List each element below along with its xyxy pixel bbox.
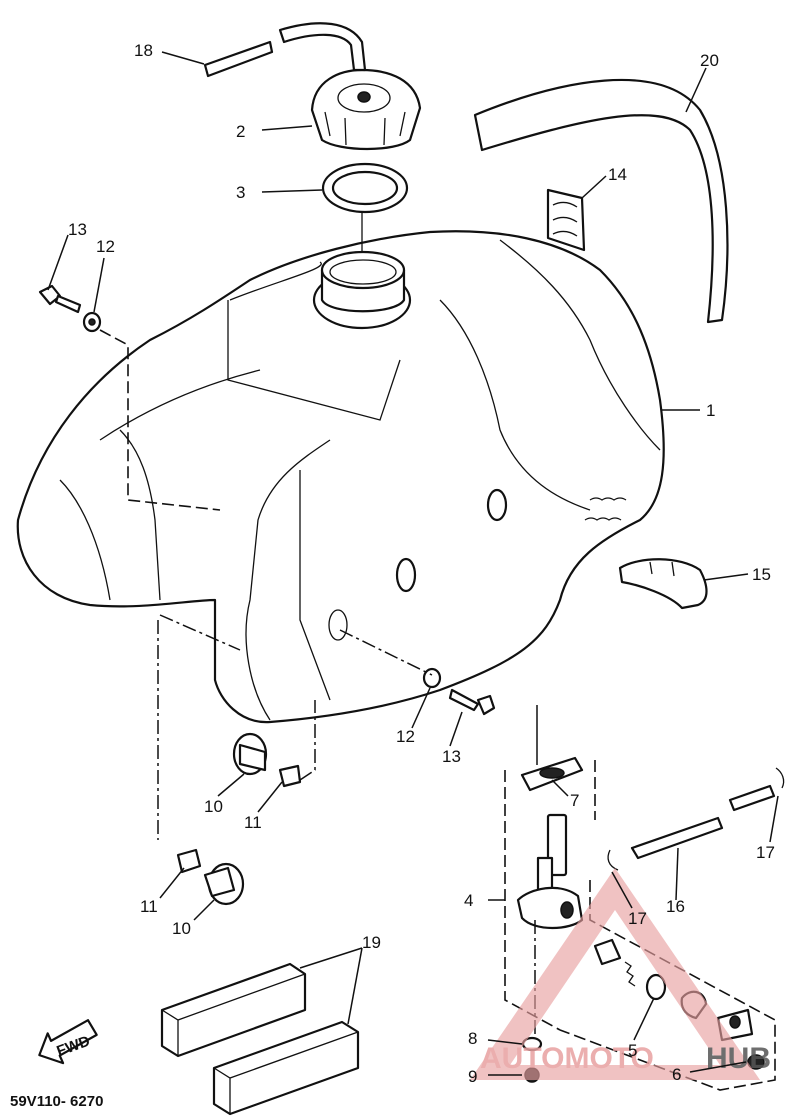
damper-upper	[232, 732, 302, 788]
callout-labels: 18 2 3 13 12 20 14 1 15 12 13 10 11 11 1…	[68, 41, 775, 1086]
callout-11-lower: 11	[140, 897, 158, 916]
fuel-cap	[310, 68, 422, 151]
watermark-text-secondary: HUB	[706, 1042, 771, 1075]
callout-17-center: 17	[628, 909, 647, 928]
bolt-lower	[422, 667, 496, 716]
callout-10-upper: 10	[204, 797, 223, 816]
bolt-upper	[38, 284, 102, 333]
callout-8: 8	[468, 1029, 477, 1048]
callout-2: 2	[236, 122, 245, 141]
watermark: AUTOMOTO HUB	[470, 868, 771, 1080]
fuel-tank	[16, 230, 665, 724]
callout-5: 5	[628, 1041, 637, 1060]
tank-band	[473, 78, 729, 324]
leader-lines	[47, 51, 779, 1076]
callout-9: 9	[468, 1067, 477, 1086]
pads	[160, 962, 360, 1116]
watermark-triangle-icon	[470, 868, 760, 1080]
callout-7: 7	[570, 791, 579, 810]
diagram-code: 59V110- 6270	[10, 1093, 103, 1110]
callout-15: 15	[752, 565, 771, 584]
callout-11-upper: 11	[244, 813, 262, 832]
watermark-text-primary: AUTOMOTO	[480, 1042, 654, 1075]
callout-10-lower: 10	[172, 919, 191, 938]
callout-16: 16	[666, 897, 685, 916]
callout-14: 14	[608, 165, 627, 184]
mount-bracket	[618, 558, 708, 610]
callout-13-lower: 13	[442, 747, 461, 766]
fuel-hose	[607, 767, 785, 871]
breather-hose	[203, 22, 367, 78]
callout-13-upper: 13	[68, 220, 87, 239]
callout-20: 20	[700, 51, 719, 70]
callout-1: 1	[706, 401, 715, 420]
cap-gasket	[321, 162, 409, 214]
damper-lower	[176, 848, 245, 906]
callout-18: 18	[134, 41, 153, 60]
callout-12-lower: 12	[396, 727, 415, 746]
callout-17-right: 17	[756, 843, 775, 862]
callout-19: 19	[362, 933, 381, 952]
callout-6: 6	[672, 1065, 681, 1084]
callout-4: 4	[464, 891, 473, 910]
callout-12-upper: 12	[96, 237, 115, 256]
band-clip	[546, 188, 586, 252]
callout-3: 3	[236, 183, 245, 202]
fwd-arrow: FWD	[38, 1019, 98, 1065]
fuel-cock	[516, 756, 584, 929]
